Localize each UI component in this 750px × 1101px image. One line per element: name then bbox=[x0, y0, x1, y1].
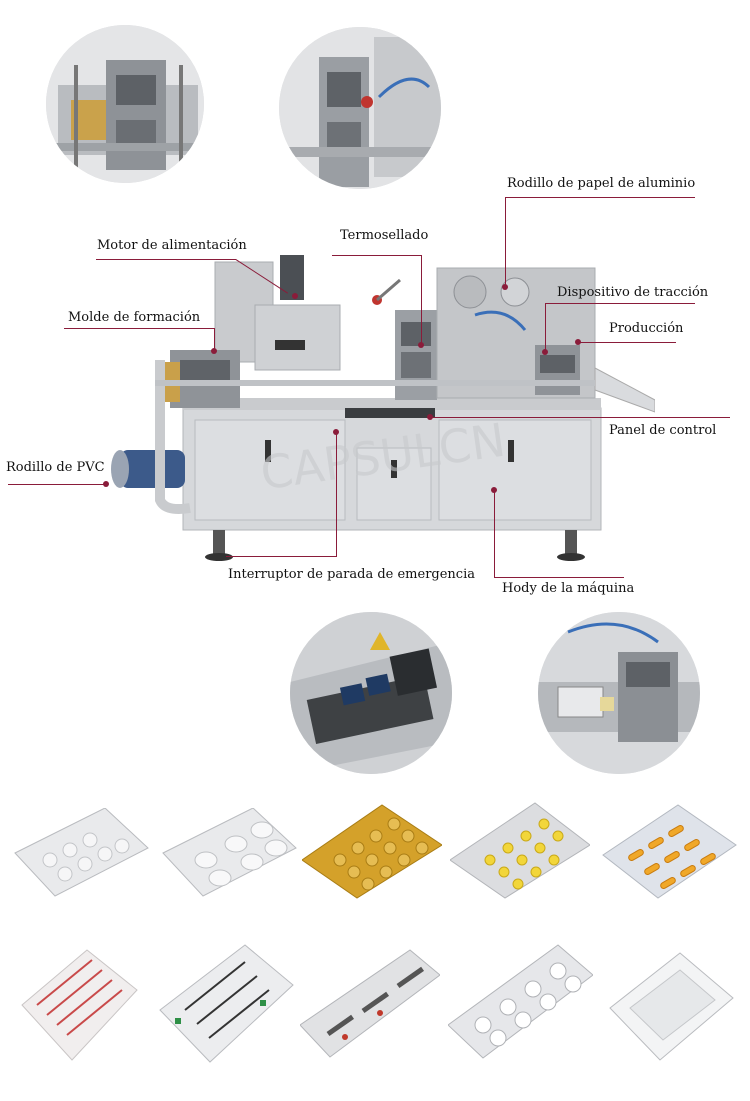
foil-roller-leader bbox=[505, 197, 695, 198]
feed-motor-label: Motor de alimentación bbox=[97, 238, 247, 253]
heat-seal-station-photo bbox=[279, 27, 441, 189]
output-label: Producción bbox=[609, 321, 684, 336]
heat-seal-leader bbox=[332, 255, 422, 256]
blister-packing-machine: CAPSULCN bbox=[95, 250, 655, 580]
control-panel-label: Panel de control bbox=[609, 423, 717, 438]
heat-seal-label: Termosellado bbox=[340, 228, 429, 243]
foil-roller-label: Rodillo de papel de aluminio bbox=[507, 176, 696, 191]
output-leader bbox=[578, 342, 676, 343]
control-panel-leader bbox=[430, 417, 730, 418]
pvc-roller-leader bbox=[8, 484, 106, 485]
gold-foil-blister bbox=[302, 800, 442, 899]
emergency-stop-leader bbox=[336, 432, 337, 556]
emergency-stop-label: Interruptor de parada de emergencia bbox=[228, 567, 475, 582]
printed-foil-blister bbox=[300, 945, 440, 1060]
red-print-blister bbox=[12, 945, 142, 1065]
traction-device-photo bbox=[538, 612, 700, 774]
star-tablet-blister bbox=[448, 940, 593, 1060]
capsule-blister bbox=[598, 800, 737, 899]
traction-label: Dispositivo de tracción bbox=[557, 285, 709, 300]
forming-station-photo bbox=[46, 25, 204, 183]
white-tablet-blister bbox=[10, 808, 149, 897]
feed-motor-leader bbox=[96, 259, 236, 260]
clear-tray-blister bbox=[605, 948, 735, 1063]
yellow-tablet-blister bbox=[450, 800, 590, 899]
forming-mold-label: Molde de formación bbox=[68, 310, 201, 325]
control-panel-photo bbox=[290, 612, 452, 774]
machine-body-label: Hody de la máquina bbox=[502, 581, 635, 596]
traction-leader bbox=[545, 303, 695, 304]
machine-body-leader bbox=[494, 490, 495, 578]
pvc-roller-label: Rodillo de PVC bbox=[6, 460, 105, 475]
white-round-blister bbox=[158, 808, 297, 897]
forming-mold-leader bbox=[64, 328, 214, 329]
chinese-print-blister bbox=[155, 940, 295, 1065]
